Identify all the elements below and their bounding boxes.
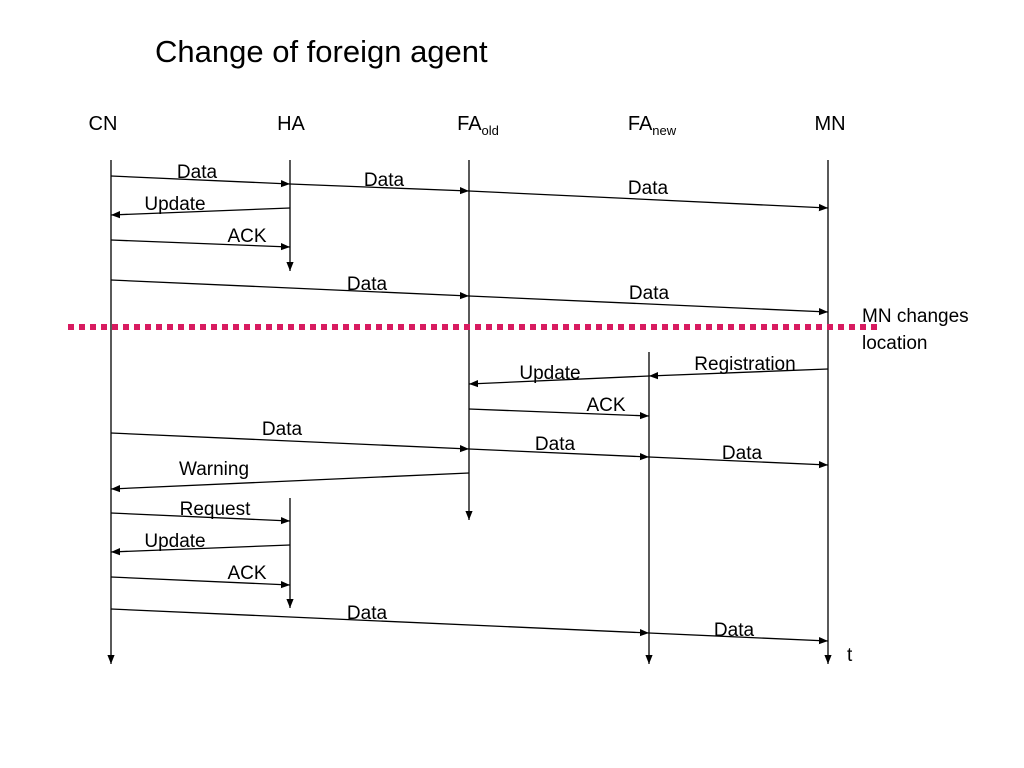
message-arrow-11 xyxy=(468,448,650,461)
separator-label: MN changes location xyxy=(862,306,969,354)
message-arrow-13 xyxy=(110,472,470,493)
message-label-10: Data xyxy=(262,419,303,440)
message-label-13: Warning xyxy=(179,459,249,480)
entity-fa-old-label: FA xyxy=(457,113,482,135)
messages xyxy=(110,175,829,645)
separator-label-line1: MN changes xyxy=(862,306,969,327)
entity-fa-new-subscript: new xyxy=(652,123,677,138)
message-arrow-18 xyxy=(648,632,829,645)
entity-ha: HA xyxy=(277,112,305,136)
message-arrow-7 xyxy=(648,368,829,380)
message-arrow-2 xyxy=(468,190,829,212)
message-arrow-5 xyxy=(110,279,470,300)
entity-fa-old: FAold xyxy=(457,112,499,143)
entity-cn-label: CN xyxy=(88,113,118,135)
message-label-17: Data xyxy=(347,603,388,624)
separator-label-line2: location xyxy=(862,333,928,354)
message-arrow-12 xyxy=(648,456,829,469)
lifelines xyxy=(107,160,832,664)
message-label-15: Update xyxy=(144,531,205,552)
page-title: Change of foreign agent xyxy=(155,34,488,69)
message-arrow-4 xyxy=(110,239,291,251)
message-label-7: Registration xyxy=(694,354,795,375)
message-arrow-0 xyxy=(110,175,291,188)
message-arrow-14 xyxy=(110,512,291,525)
message-label-6: Data xyxy=(629,283,670,304)
entity-fa-new-label: FA xyxy=(627,113,653,135)
message-label-16: ACK xyxy=(227,563,266,584)
entity-ha-label: HA xyxy=(277,113,305,135)
message-label-5: Data xyxy=(347,274,388,295)
message-label-11: Data xyxy=(535,434,576,455)
message-label-1: Data xyxy=(364,170,405,191)
message-label-2: Data xyxy=(628,178,669,199)
message-arrow-6 xyxy=(468,295,829,316)
message-label-14: Request xyxy=(180,499,251,520)
entity-mn-label: MN xyxy=(814,113,846,135)
message-arrow-3 xyxy=(110,207,291,219)
location-change-separator: MN changes location xyxy=(68,306,969,354)
message-arrow-8 xyxy=(468,375,650,388)
message-label-18: Data xyxy=(714,620,755,641)
message-label-3: Update xyxy=(144,194,205,215)
message-label-0: Data xyxy=(177,162,218,183)
message-label-4: ACK xyxy=(227,226,266,247)
message-arrow-10 xyxy=(110,432,470,453)
entity-fa-old-subscript: old xyxy=(481,123,499,138)
message-label-9: ACK xyxy=(586,395,625,416)
message-arrow-17 xyxy=(110,608,650,637)
message-arrow-15 xyxy=(110,544,291,556)
message-arrow-1 xyxy=(289,183,470,195)
message-arrow-9 xyxy=(468,408,650,420)
message-arrow-16 xyxy=(110,576,291,589)
message-label-8: Update xyxy=(519,363,580,384)
message-label-12: Data xyxy=(722,443,763,464)
time-axis-label: t xyxy=(847,645,853,666)
entity-fa-new: FAnew xyxy=(628,112,676,143)
entity-mn: MN xyxy=(814,112,845,136)
entity-cn: CN xyxy=(89,112,118,136)
